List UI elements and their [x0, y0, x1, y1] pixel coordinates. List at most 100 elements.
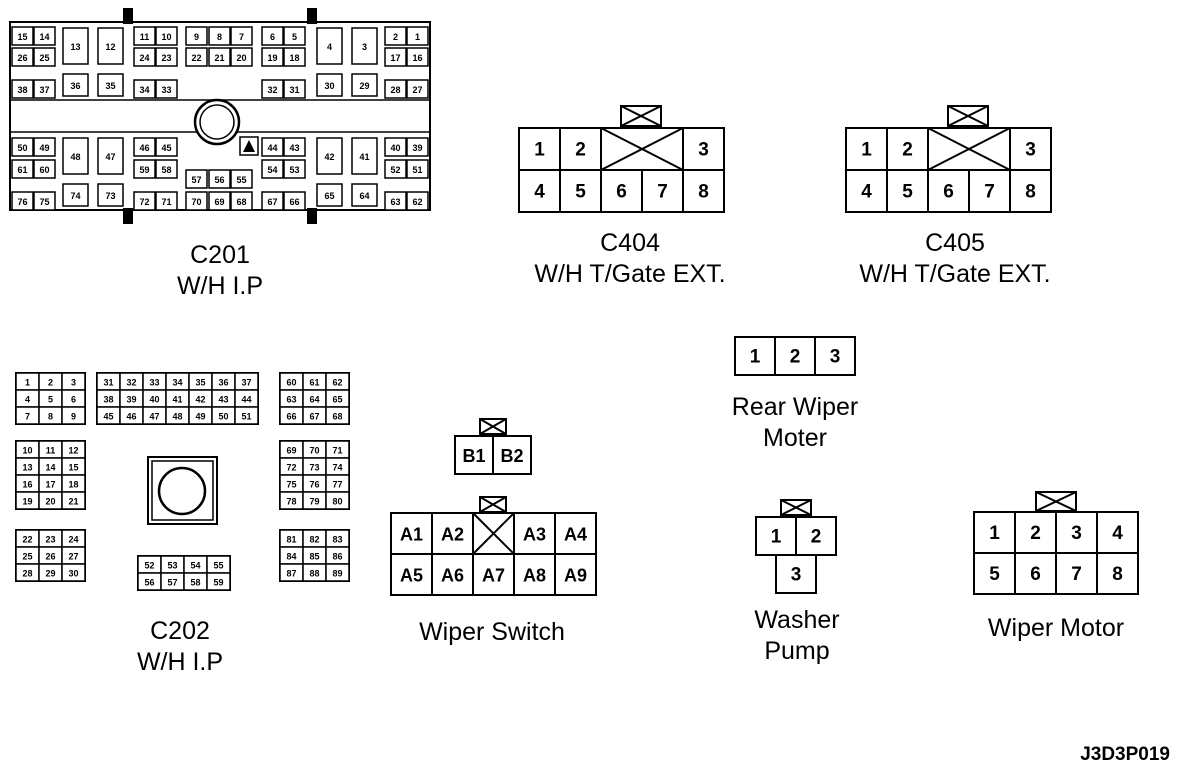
wiper-switch-pin-b2: [492, 435, 532, 475]
c202-pin-86-label: 86: [332, 552, 342, 562]
c202-pin-63-label: 63: [286, 395, 296, 405]
c202-pin-62-label: 62: [332, 378, 342, 388]
c404-pin-7-label: 7: [657, 182, 668, 203]
wiper-motor-pin-5-label: 5: [989, 564, 1000, 585]
c202-pin-71-label: 71: [332, 446, 342, 456]
washer-pump-name-2: Pump: [764, 637, 830, 665]
c201-pin-60: [33, 159, 56, 179]
wiper-switch-pin-a2-label: A2: [441, 525, 464, 545]
c201-pin-28: [384, 79, 407, 99]
c201-pin-71-label: 71: [161, 197, 171, 207]
c201-pin-9: [185, 26, 208, 46]
rear-wiper-motor-caption: Rear Wiper Moter: [695, 392, 895, 454]
c202-pin-70-label: 70: [309, 446, 319, 456]
c201-pin-49-label: 49: [39, 143, 49, 153]
c201-pin-56-label: 56: [214, 175, 224, 185]
c202-pin-81-label: 81: [286, 535, 296, 545]
c201-pin-66-label: 66: [289, 197, 299, 207]
c202-pin-16-label: 16: [22, 480, 32, 490]
c202-pin-82-label: 82: [309, 535, 319, 545]
wiper-switch-pin-a6: [431, 553, 474, 596]
c405-pin-3-label: 3: [1025, 140, 1036, 161]
c202-pin-11-label: 11: [46, 446, 56, 456]
c202-pin-74-label: 74: [332, 463, 342, 473]
c202-pin-51: [234, 406, 259, 425]
c201-pin-72: [133, 191, 156, 211]
c202-pin-59: [206, 572, 231, 591]
c201-pin-70-label: 70: [191, 197, 201, 207]
c201-pin-22: [185, 47, 208, 67]
c201-pin-27-label: 27: [412, 85, 422, 95]
c404-pin-5-label: 5: [575, 182, 586, 203]
c202-pin-34-label: 34: [172, 378, 182, 388]
wiper-switch-pin-a4-label: A4: [564, 525, 587, 545]
wiper-switch-pin-a9: [554, 553, 597, 596]
c201-pin-62: [406, 191, 429, 211]
c404-code: C404: [600, 229, 660, 257]
wiper-switch-pin-a5-label: A5: [400, 566, 423, 586]
c201-pin-16-label: 16: [412, 53, 422, 63]
c201-pin-5-label: 5: [292, 32, 297, 42]
c201-pin-42: [316, 137, 343, 175]
c202-pin-20-label: 20: [45, 497, 55, 507]
c201-pin-15-label: 15: [17, 32, 27, 42]
wiper-motor-pin-3-label: 3: [1071, 523, 1082, 544]
wiper-switch-pin-a6-label: A6: [441, 566, 464, 586]
c201-pin-54-label: 54: [267, 165, 277, 175]
c201-pin-76-label: 76: [17, 197, 27, 207]
c202-pin-83-label: 83: [332, 535, 342, 545]
c201-pin-49: [33, 137, 56, 157]
c202-pin-24-label: 24: [68, 535, 78, 545]
c201-pin-6: [261, 26, 284, 46]
c201-pin-22-label: 22: [191, 53, 201, 63]
c405-pin-7: [968, 169, 1011, 213]
c201-pin-64-label: 64: [359, 191, 369, 201]
c404-pin-2-label: 2: [575, 140, 586, 161]
c201-pin-66: [283, 191, 306, 211]
c202-pin-45-label: 45: [103, 412, 113, 422]
c201-pin-29-label: 29: [359, 81, 369, 91]
c202-pin-37-label: 37: [241, 378, 251, 388]
c202-pin-1-label: 1: [25, 378, 30, 388]
c202-pin-67-label: 67: [309, 412, 319, 422]
c202-pin-7-label: 7: [25, 412, 30, 422]
c404-caption: C404 W/H T/Gate EXT.: [500, 228, 760, 290]
c201-pin-51: [406, 159, 429, 179]
c201-pin-12-label: 12: [105, 42, 115, 52]
c201-key-tl: [123, 8, 133, 24]
c202-pin-52-label: 52: [144, 561, 154, 571]
c201-pin-36: [62, 73, 89, 97]
c202-pin-47-label: 47: [149, 412, 159, 422]
wiper-motor-pin-8: [1096, 552, 1139, 595]
c202-pin-27-label: 27: [68, 552, 78, 562]
c202-pin-56-label: 56: [144, 578, 154, 588]
c201-pin-45-label: 45: [161, 143, 171, 153]
c202-pin-35-label: 35: [195, 378, 205, 388]
c201-pin-14-label: 14: [39, 32, 49, 42]
c201-pin-51-label: 51: [412, 165, 422, 175]
c201-pin-30-label: 30: [324, 81, 334, 91]
c201-pin-11-label: 11: [140, 32, 150, 42]
c202-pin-60-label: 60: [286, 378, 296, 388]
wiper-motor-pin-6-label: 6: [1030, 564, 1041, 585]
c202-pin-61-label: 61: [309, 378, 319, 388]
c202-pin-14-label: 14: [45, 463, 55, 473]
c202-pin-72-label: 72: [286, 463, 296, 473]
c201-pin-67-label: 67: [267, 197, 277, 207]
c202-pin-10-label: 10: [22, 446, 32, 456]
c201-pin-7-label: 7: [239, 32, 244, 42]
c202-pin-85-label: 85: [309, 552, 319, 562]
c201-pin-17: [384, 47, 407, 67]
c202-pin-12-label: 12: [68, 446, 78, 456]
c202-pin-89: [325, 563, 350, 582]
c405-pin-4-label: 4: [861, 182, 872, 203]
wiper-switch-caption: Wiper Switch: [392, 617, 592, 648]
c201-pin-8: [208, 26, 231, 46]
c405-pin-2-label: 2: [902, 140, 913, 161]
c201-pin-60-label: 60: [39, 165, 49, 175]
c201-pin-55: [230, 169, 253, 189]
wiper-switch-pin-b2-label: B2: [500, 446, 523, 466]
c201-pin-2-label: 2: [393, 32, 398, 42]
wiper-switch-pin-a9-label: A9: [564, 566, 587, 586]
c201-pin-24-label: 24: [139, 53, 149, 63]
